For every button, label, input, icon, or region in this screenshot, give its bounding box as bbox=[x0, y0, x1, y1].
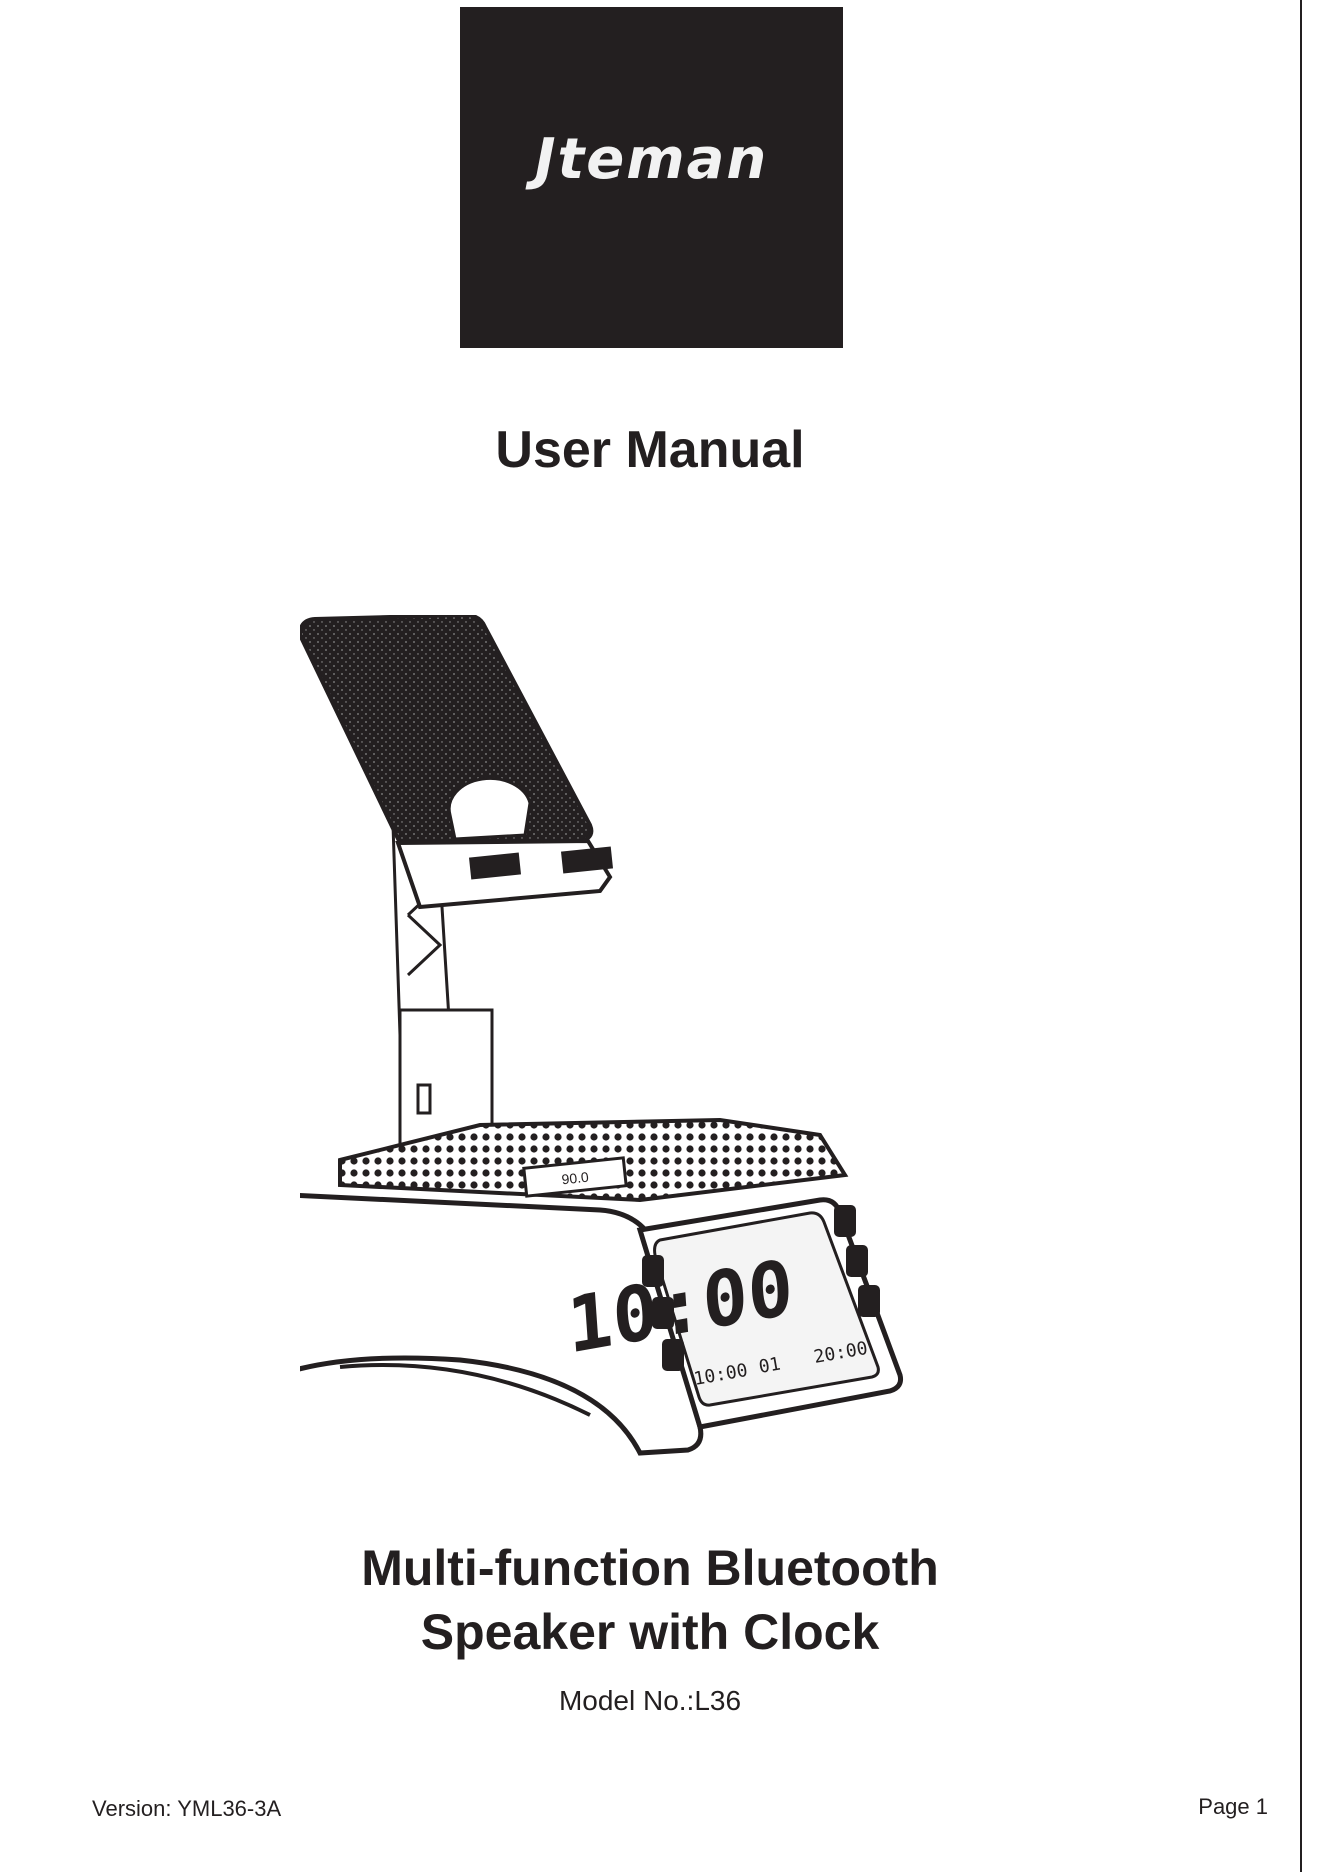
device-button bbox=[834, 1205, 856, 1237]
device-button bbox=[858, 1285, 880, 1317]
device-button bbox=[662, 1339, 684, 1371]
document-title: User Manual bbox=[0, 418, 1300, 482]
page-number: Page 1 bbox=[1198, 1792, 1268, 1822]
product-title: Multi-function Bluetooth Speaker with Cl… bbox=[0, 1536, 1300, 1664]
radio-preset: 01 bbox=[757, 1353, 782, 1377]
version-label: Version: YML36-3A bbox=[92, 1794, 281, 1824]
product-illustration: 90.0 10:00 10:00 01 20:00 bbox=[300, 615, 1020, 1495]
product-title-line1: Multi-function Bluetooth bbox=[0, 1536, 1300, 1600]
brand-logo-text: Jteman bbox=[460, 125, 843, 195]
device-button bbox=[652, 1297, 674, 1329]
phone-holder bbox=[300, 615, 613, 907]
model-number: Model No.:L36 bbox=[0, 1683, 1300, 1719]
brand-logo: Jteman bbox=[460, 7, 843, 348]
page-right-border bbox=[1300, 0, 1302, 1872]
top-display-text: 90.0 bbox=[561, 1169, 590, 1188]
device-button bbox=[642, 1255, 664, 1287]
product-title-line2: Speaker with Clock bbox=[0, 1600, 1300, 1664]
device-button bbox=[846, 1245, 868, 1277]
